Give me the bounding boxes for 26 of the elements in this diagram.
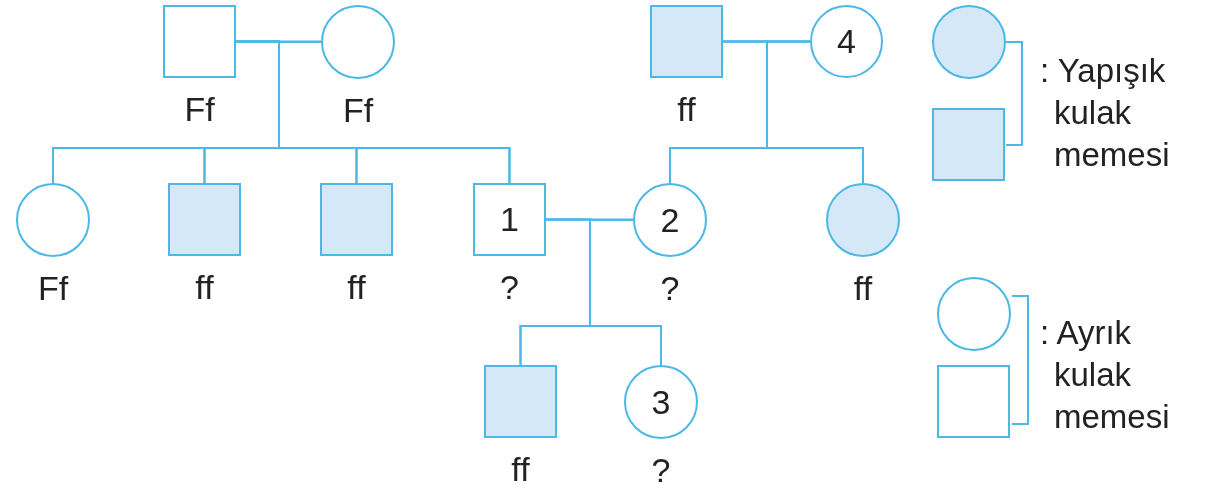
genotype-label: ff — [676, 92, 697, 126]
pedigree-line — [589, 219, 662, 366]
genotype-label: ? — [499, 270, 520, 304]
genotype-label: ? — [650, 453, 672, 487]
individual-number: 4 — [837, 22, 856, 61]
male-square — [163, 5, 236, 78]
genotype-label: Ff — [183, 92, 216, 126]
genotype-label: Ff — [341, 93, 375, 127]
male-square — [320, 183, 393, 256]
genotype-label: ff — [346, 270, 367, 304]
male-square — [473, 183, 546, 256]
male-square — [168, 183, 241, 256]
genotype-label: ? — [659, 271, 681, 305]
male-square — [484, 365, 557, 438]
individual-number: 3 — [651, 382, 671, 422]
male-square — [650, 5, 723, 78]
genotype-label: ff — [510, 452, 531, 486]
pedigree-line — [766, 40, 864, 184]
individual-number: 2 — [660, 200, 680, 240]
genotype-label: Ff — [36, 271, 70, 305]
individual-number: 1 — [500, 200, 519, 239]
genotype-label: ff — [852, 271, 874, 305]
pedigree-line — [278, 41, 511, 184]
legend-text: : Ayrık kulak memesi — [1040, 313, 1171, 438]
genotype-label: ff — [194, 270, 215, 304]
legend-text: : Yapışık kulak memesi — [1040, 51, 1171, 176]
